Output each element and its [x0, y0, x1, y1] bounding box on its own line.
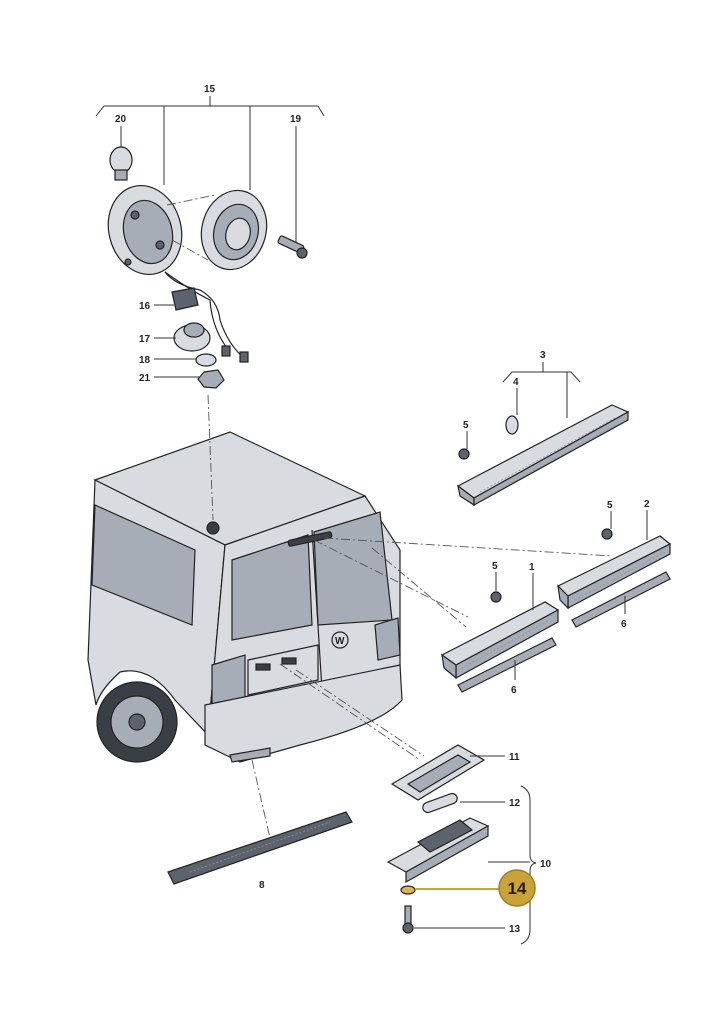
label-11: 11: [509, 752, 520, 763]
badge-label: 14: [508, 879, 527, 898]
label-16: 16: [139, 301, 151, 312]
label-4: 4: [513, 377, 519, 388]
brake-light-assembly: [456, 404, 630, 507]
svg-text:W: W: [335, 636, 345, 647]
reflector-strip: [167, 811, 353, 885]
label-15: 15: [204, 84, 216, 95]
highlight-badge[interactable]: 14: [498, 869, 536, 907]
label-10: 10: [540, 859, 552, 870]
label-12: 12: [509, 798, 521, 809]
plate-light-assembly: [386, 744, 490, 934]
label-5b: 5: [607, 500, 613, 511]
label-5a: 5: [463, 420, 469, 431]
label-2: 2: [644, 499, 650, 510]
label-5c: 5: [492, 561, 498, 572]
label-19: 19: [290, 114, 302, 125]
label-21: 21: [139, 373, 151, 384]
van-illustration: W: [87, 431, 403, 763]
interior-lamp-assembly: [107, 146, 308, 389]
label-1: 1: [529, 562, 535, 573]
label-20: 20: [115, 114, 127, 125]
label-13: 13: [509, 924, 521, 935]
label-8: 8: [259, 880, 265, 891]
label-6b: 6: [621, 619, 627, 630]
label-17: 17: [139, 334, 151, 345]
reference-lines: [166, 194, 613, 839]
label-3: 3: [540, 350, 546, 361]
part-labels: 15 20 19 16 17 18 21 3 4 5 5 2 5 1 6 6 1…: [115, 84, 650, 935]
label-6a: 6: [511, 685, 517, 696]
label-18: 18: [139, 355, 151, 366]
leader-lines: [95, 96, 648, 945]
side-lamps: [440, 528, 672, 693]
